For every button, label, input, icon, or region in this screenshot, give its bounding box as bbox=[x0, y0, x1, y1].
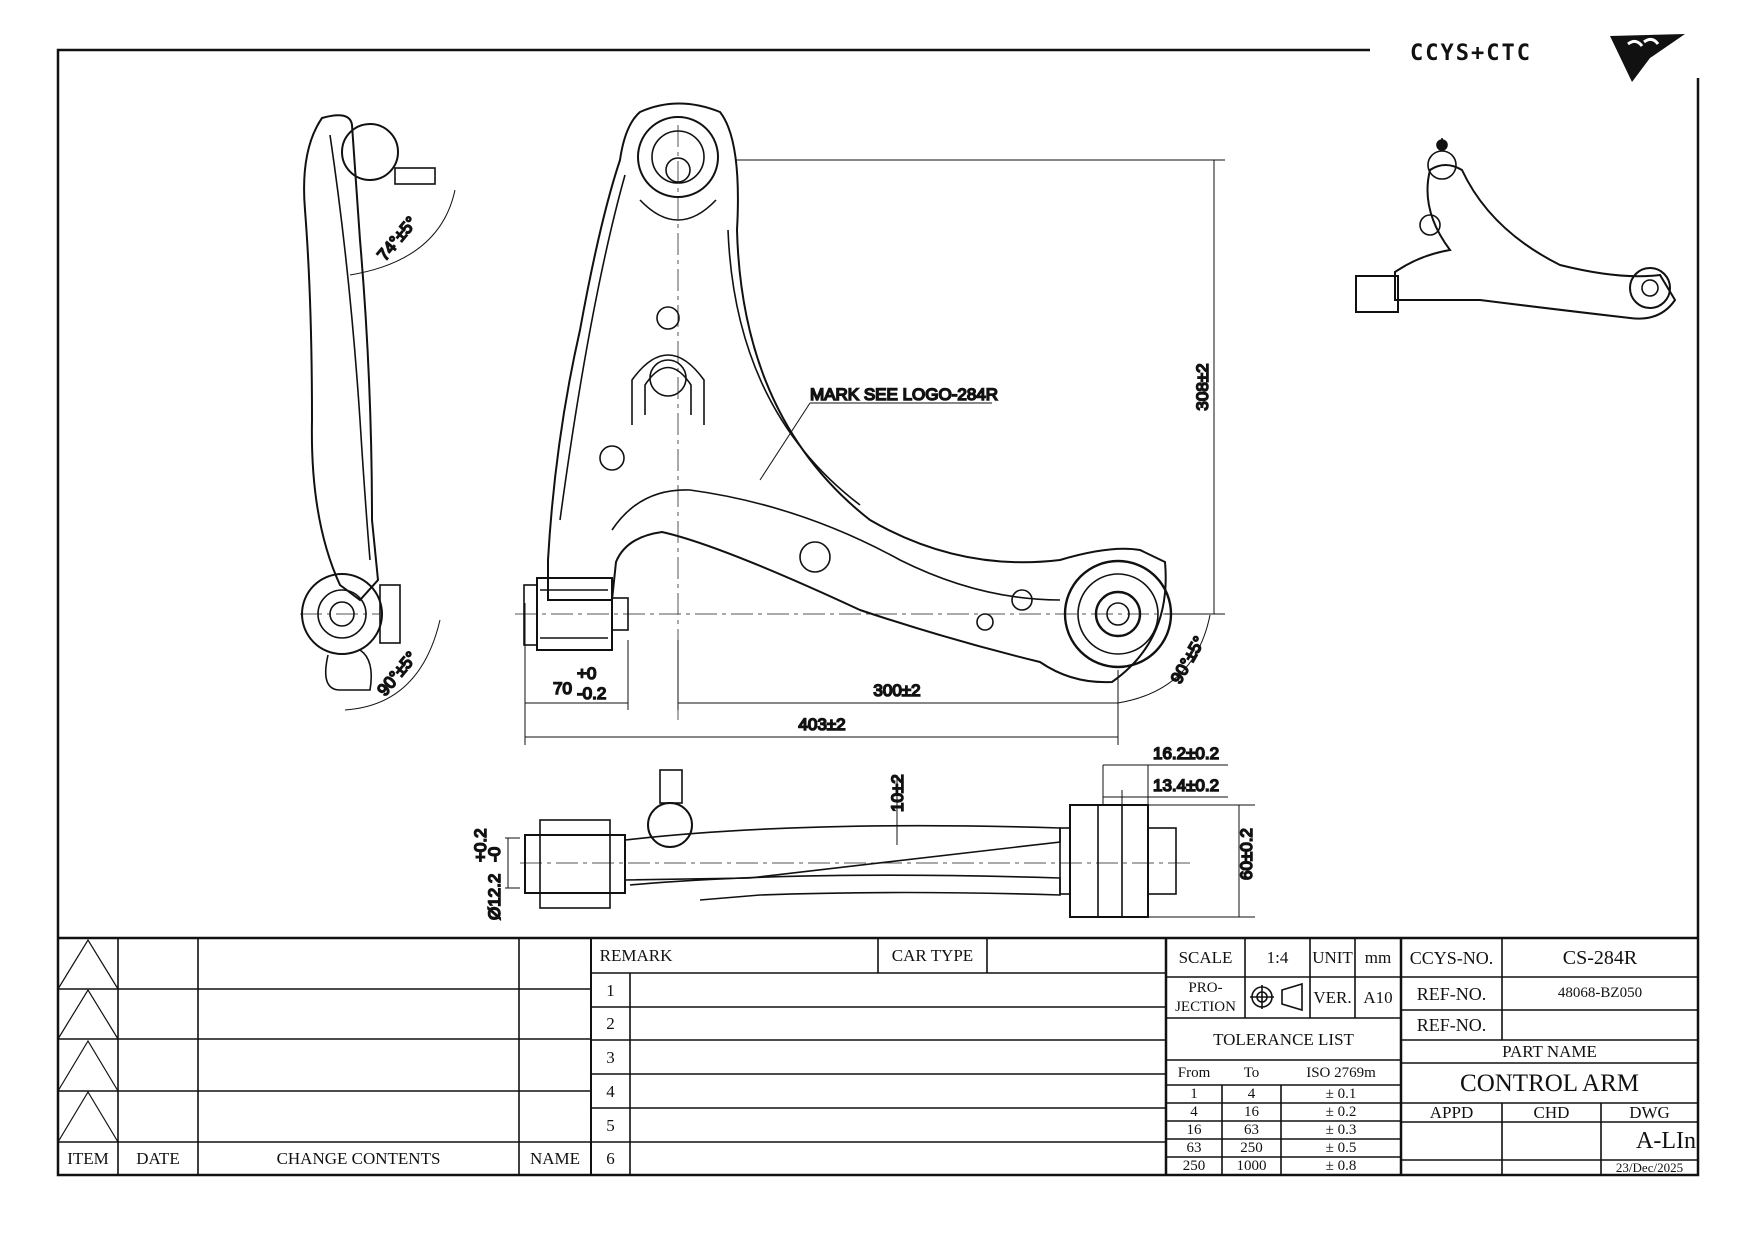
ref-no-label: REF-NO. bbox=[1416, 983, 1487, 1004]
scale-label: SCALE bbox=[1178, 948, 1233, 967]
tolerance-value: ± 0.8 bbox=[1325, 1157, 1357, 1174]
remark-row-number: 6 bbox=[606, 1149, 615, 1168]
part-name-value: CONTROL ARM bbox=[1460, 1069, 1639, 1097]
chd-label: CHD bbox=[1533, 1103, 1570, 1122]
version-label: VER. bbox=[1313, 988, 1352, 1007]
remark-row-number: 1 bbox=[606, 980, 615, 1000]
car-type-label: CAR TYPE bbox=[891, 946, 974, 965]
control-arm-side-view bbox=[301, 114, 436, 691]
unit-value: mm bbox=[1364, 948, 1392, 967]
remark-row-number: 4 bbox=[606, 1081, 615, 1101]
header-item: ITEM bbox=[67, 1149, 109, 1168]
appd-label: APPD bbox=[1429, 1103, 1474, 1122]
scale-value: 1:4 bbox=[1266, 948, 1289, 967]
control-arm-iso-view bbox=[1355, 138, 1677, 320]
remark-label: REMARK bbox=[599, 946, 673, 965]
svg-text:CCYS+CTC: CCYS+CTC bbox=[1410, 41, 1532, 66]
dim-bush-width: 70 bbox=[553, 679, 572, 698]
header-change-contents: CHANGE CONTENTS bbox=[276, 1149, 441, 1168]
remark-row-number: 5 bbox=[606, 1115, 615, 1135]
projection-symbol-icon bbox=[1250, 982, 1303, 1012]
tolerance-list-title: TOLERANCE LIST bbox=[1213, 1029, 1354, 1049]
dimension-lines bbox=[344, 159, 1255, 918]
ref-no-value: 48068-BZ050 bbox=[1557, 985, 1643, 1001]
projection-label-1: PRO- bbox=[1188, 979, 1223, 996]
tolerance-to: 4 bbox=[1247, 1085, 1256, 1102]
title-block-grid bbox=[57, 936, 1698, 1175]
tolerance-to: 1000 bbox=[1236, 1157, 1267, 1174]
tolerance-value: ± 0.1 bbox=[1325, 1085, 1357, 1102]
dim-angle-top: 74°±5° bbox=[374, 213, 422, 265]
dim-rear-width-inner: 13.4±0.2 bbox=[1153, 776, 1219, 795]
dim-bush-tol-lower: -0.2 bbox=[577, 684, 606, 703]
tolerance-header-from: From bbox=[1177, 1064, 1211, 1081]
centerlines bbox=[300, 125, 1220, 864]
version-value: A10 bbox=[1363, 988, 1393, 1007]
dim-bush-tol-upper: +0 bbox=[577, 664, 596, 683]
control-arm-top-view bbox=[523, 102, 1173, 684]
tolerance-header-iso: ISO 2769m bbox=[1306, 1064, 1376, 1081]
sheet-border bbox=[56, 48, 1700, 1177]
ccys-no-value: CS-284R bbox=[1562, 946, 1638, 969]
dim-bore-tol-upper: +0.2 bbox=[471, 828, 490, 862]
dim-rear-diameter: 60±0.2 bbox=[1237, 828, 1256, 880]
projection-label-2: JECTION bbox=[1175, 998, 1236, 1015]
tolerance-header-to: To bbox=[1243, 1064, 1260, 1081]
ref-no2-label: REF-NO. bbox=[1416, 1015, 1487, 1035]
tolerance-value: ± 0.3 bbox=[1325, 1121, 1357, 1138]
header-name: NAME bbox=[529, 1149, 581, 1168]
company-logo: CCYS+CTC bbox=[1410, 34, 1685, 82]
remark-row-number: 2 bbox=[606, 1014, 615, 1033]
tolerance-from: 16 bbox=[1186, 1121, 1202, 1138]
dwg-label: DWG bbox=[1629, 1103, 1670, 1122]
ref-no2-value bbox=[1502, 1010, 1698, 1040]
drawn-by: A-LIn bbox=[1636, 1128, 1696, 1154]
ccys-no-label: CCYS-NO. bbox=[1409, 947, 1494, 968]
tolerance-to: 250 bbox=[1240, 1139, 1263, 1156]
tolerance-from: 1 bbox=[1190, 1085, 1198, 1102]
tolerance-value: ± 0.5 bbox=[1325, 1139, 1357, 1156]
tolerance-to: 63 bbox=[1244, 1121, 1259, 1138]
tolerance-from: 250 bbox=[1182, 1157, 1206, 1174]
tolerance-to: 16 bbox=[1244, 1103, 1259, 1120]
drawing-date: 23/Dec/2025 bbox=[1615, 1160, 1684, 1175]
dim-rear-width-outer: 16.2±0.2 bbox=[1153, 744, 1219, 763]
car-type-value bbox=[987, 938, 1166, 973]
part-name-label: PART NAME bbox=[1502, 1042, 1597, 1061]
dim-bore: Ø12.2 bbox=[485, 874, 504, 920]
logo-mark-note: MARK SEE LOGO-284R bbox=[810, 385, 998, 404]
dim-height: 308±2 bbox=[1193, 363, 1212, 410]
control-arm-bottom-view bbox=[524, 769, 1177, 918]
dim-angle-bottom-right: 90°±5° bbox=[1167, 633, 1209, 687]
tolerance-from: 4 bbox=[1190, 1103, 1198, 1120]
header-date: DATE bbox=[136, 1149, 180, 1168]
dim-offset: 10±2 bbox=[888, 774, 907, 812]
tolerance-value: ± 0.2 bbox=[1325, 1103, 1357, 1120]
dim-overall-length: 403±2 bbox=[798, 715, 845, 734]
remark-row-number: 3 bbox=[606, 1047, 615, 1067]
dim-center-distance: 300±2 bbox=[873, 681, 920, 700]
dim-bore-tol-lower: -0 bbox=[485, 847, 504, 862]
tolerance-from: 63 bbox=[1186, 1139, 1202, 1156]
unit-label: UNIT bbox=[1312, 948, 1353, 967]
